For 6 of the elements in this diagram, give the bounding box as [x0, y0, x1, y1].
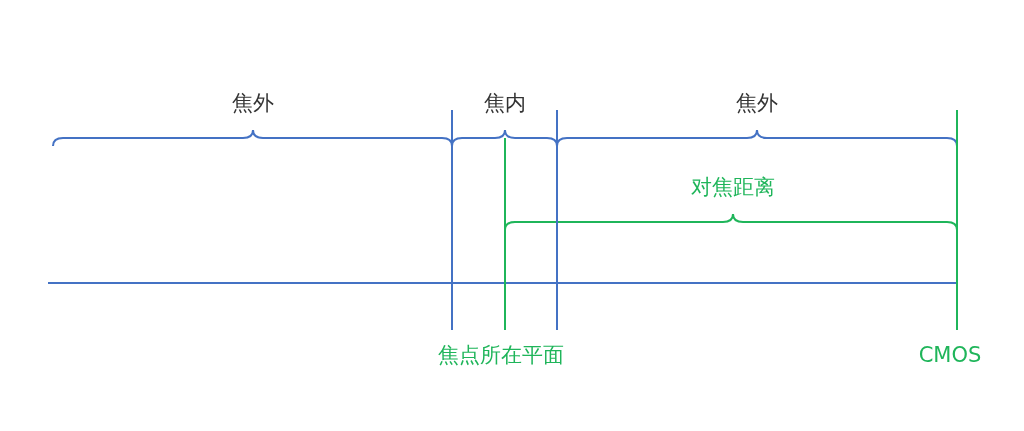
line-label: CMOS — [918, 344, 982, 366]
line-label: 焦点所在平面 — [438, 344, 564, 366]
bracket-label: 焦内 — [484, 92, 526, 114]
bracket-label: 焦外 — [232, 92, 274, 114]
bracket-label: 焦外 — [736, 92, 778, 114]
bracket-label: 对焦距离 — [691, 176, 775, 198]
